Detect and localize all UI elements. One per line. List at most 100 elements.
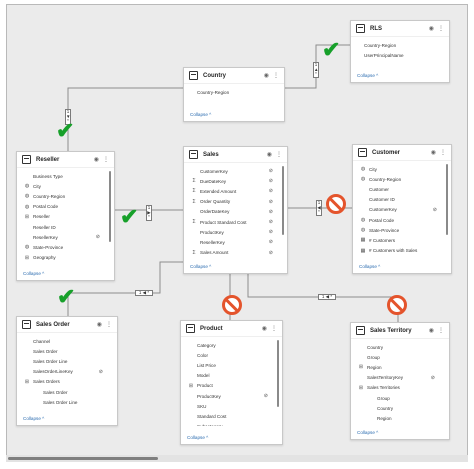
cardinality-marker-rls-country[interactable]: 1 ▲ * bbox=[313, 62, 319, 78]
field-row[interactable]: Sales Order bbox=[17, 346, 117, 356]
horizontal-scrollbar-thumb[interactable] bbox=[8, 457, 158, 460]
eye-icon[interactable]: ◉ bbox=[263, 73, 269, 79]
collapse-link[interactable]: Collapse ^ bbox=[357, 430, 379, 435]
eye-icon[interactable]: ◉ bbox=[428, 328, 434, 334]
field-row[interactable]: ⊞Geography bbox=[17, 253, 114, 263]
table-card-header[interactable]: RLS◉⋮ bbox=[351, 21, 449, 37]
field-row[interactable]: Model bbox=[181, 371, 282, 381]
more-options-icon[interactable]: ⋮ bbox=[106, 322, 112, 328]
field-row[interactable]: ◍Country-Region bbox=[353, 174, 451, 184]
more-options-icon[interactable]: ⋮ bbox=[276, 152, 282, 158]
field-row[interactable]: Channel bbox=[17, 336, 117, 346]
field-row[interactable]: Country-Region bbox=[184, 87, 284, 97]
field-row[interactable]: Sales Order Line bbox=[17, 397, 117, 407]
field-row[interactable]: Region bbox=[351, 413, 449, 421]
more-options-icon[interactable]: ⋮ bbox=[103, 157, 109, 163]
field-row[interactable]: ⊞Product bbox=[181, 381, 282, 391]
eye-icon[interactable]: ◉ bbox=[261, 326, 267, 332]
field-row[interactable]: ▦# Customers bbox=[353, 235, 451, 245]
field-row[interactable]: Sales Order Line bbox=[17, 356, 117, 366]
field-row[interactable]: ResellerKey⊘ bbox=[184, 237, 287, 247]
field-row[interactable]: ◍State-Province bbox=[353, 225, 451, 235]
field-row[interactable]: ▦# Customers with Sales bbox=[353, 246, 451, 256]
field-row[interactable]: Country-Region bbox=[351, 40, 449, 50]
field-row[interactable]: ⊞Region bbox=[351, 362, 449, 372]
field-row[interactable]: ProductKey⊘ bbox=[184, 227, 287, 237]
field-list-scrollbar[interactable] bbox=[109, 171, 111, 242]
collapse-link[interactable]: Collapse ^ bbox=[23, 416, 45, 421]
more-options-icon[interactable]: ⋮ bbox=[273, 73, 279, 79]
field-row[interactable]: Subcategory bbox=[181, 422, 282, 426]
more-options-icon[interactable]: ⋮ bbox=[271, 326, 277, 332]
table-card-header[interactable]: Customer◉⋮ bbox=[353, 145, 451, 161]
field-row[interactable]: ◍Postal Code bbox=[17, 202, 114, 212]
eye-icon[interactable]: ◉ bbox=[428, 26, 434, 32]
field-row[interactable]: SalesOrderLineKey⊘ bbox=[17, 367, 117, 377]
eye-icon[interactable]: ◉ bbox=[93, 157, 99, 163]
eye-icon[interactable]: ◉ bbox=[430, 150, 436, 156]
collapse-link[interactable]: Collapse ^ bbox=[23, 271, 45, 276]
field-row[interactable]: Customer ID bbox=[353, 195, 451, 205]
field-row[interactable]: CustomerKey⊘ bbox=[353, 205, 451, 215]
cardinality-marker-country-reseller[interactable]: 1 ▼ * bbox=[65, 109, 71, 125]
table-card-header[interactable]: Country◉⋮ bbox=[184, 68, 284, 84]
field-list[interactable]: Country-Region bbox=[184, 84, 284, 102]
table-card-header[interactable]: Sales Territory◉⋮ bbox=[351, 323, 449, 339]
cardinality-marker-reseller-sales[interactable]: 1 ▶ * bbox=[146, 205, 152, 221]
field-row[interactable]: CustomerKey⊘ bbox=[184, 166, 287, 176]
table-card-header[interactable]: Sales Order◉⋮ bbox=[17, 317, 117, 333]
cardinality-marker-sales-territory[interactable]: 1 ◀ * bbox=[318, 294, 336, 300]
more-options-icon[interactable]: ⋮ bbox=[438, 328, 444, 334]
field-row[interactable]: ResellerKey⊘ bbox=[17, 232, 114, 242]
collapse-link[interactable]: Collapse ^ bbox=[359, 264, 381, 269]
cardinality-marker-sales-customer[interactable]: 1 ◀ * bbox=[316, 200, 322, 216]
field-row[interactable]: Category bbox=[181, 340, 282, 350]
field-row[interactable]: ⊞Sales Orders bbox=[17, 377, 117, 387]
field-row[interactable]: Group bbox=[351, 393, 449, 403]
collapse-link[interactable]: Collapse ^ bbox=[357, 73, 379, 78]
collapse-link[interactable]: Collapse ^ bbox=[190, 264, 212, 269]
collapse-link[interactable]: Collapse ^ bbox=[187, 435, 209, 440]
more-options-icon[interactable]: ⋮ bbox=[440, 150, 446, 156]
field-row[interactable]: ◍City bbox=[353, 164, 451, 174]
more-options-icon[interactable]: ⋮ bbox=[438, 26, 444, 32]
field-row[interactable]: ◍Country-Region bbox=[17, 191, 114, 201]
field-row[interactable]: Color bbox=[181, 350, 282, 360]
table-card-header[interactable]: Product◉⋮ bbox=[181, 321, 282, 337]
collapse-link[interactable]: Collapse ^ bbox=[190, 112, 212, 117]
field-row[interactable]: SKU bbox=[181, 401, 282, 411]
field-row[interactable]: ◍City bbox=[17, 181, 114, 191]
field-row[interactable]: UserPrincipalName bbox=[351, 50, 449, 60]
field-row[interactable]: ◍State-Province bbox=[17, 242, 114, 252]
field-row[interactable]: Country bbox=[351, 403, 449, 413]
table-card-reseller[interactable]: Reseller◉⋮Business Type◍City◍Country-Reg… bbox=[16, 151, 115, 281]
field-row[interactable]: Group bbox=[351, 352, 449, 362]
horizontal-scrollbar[interactable] bbox=[6, 455, 468, 462]
field-row[interactable]: List Price bbox=[181, 360, 282, 370]
table-card-header[interactable]: Reseller◉⋮ bbox=[17, 152, 114, 168]
field-row[interactable]: SalesTerritoryKey⊘ bbox=[351, 373, 449, 383]
field-list-scrollbar[interactable] bbox=[282, 166, 284, 235]
cardinality-marker-sales-salesorder[interactable]: 1 ◀ * bbox=[135, 290, 153, 296]
field-row[interactable]: ⊞Reseller bbox=[17, 212, 114, 222]
field-list-scrollbar[interactable] bbox=[277, 340, 279, 407]
field-row[interactable]: Customer bbox=[353, 184, 451, 194]
eye-icon[interactable]: ◉ bbox=[266, 152, 272, 158]
field-row[interactable]: ◍Postal Code bbox=[353, 215, 451, 225]
field-row[interactable]: Standard Cost bbox=[181, 411, 282, 421]
field-row[interactable]: Business Type bbox=[17, 171, 114, 181]
eye-icon[interactable]: ◉ bbox=[96, 322, 102, 328]
field-row[interactable]: Reseller ID bbox=[17, 222, 114, 232]
